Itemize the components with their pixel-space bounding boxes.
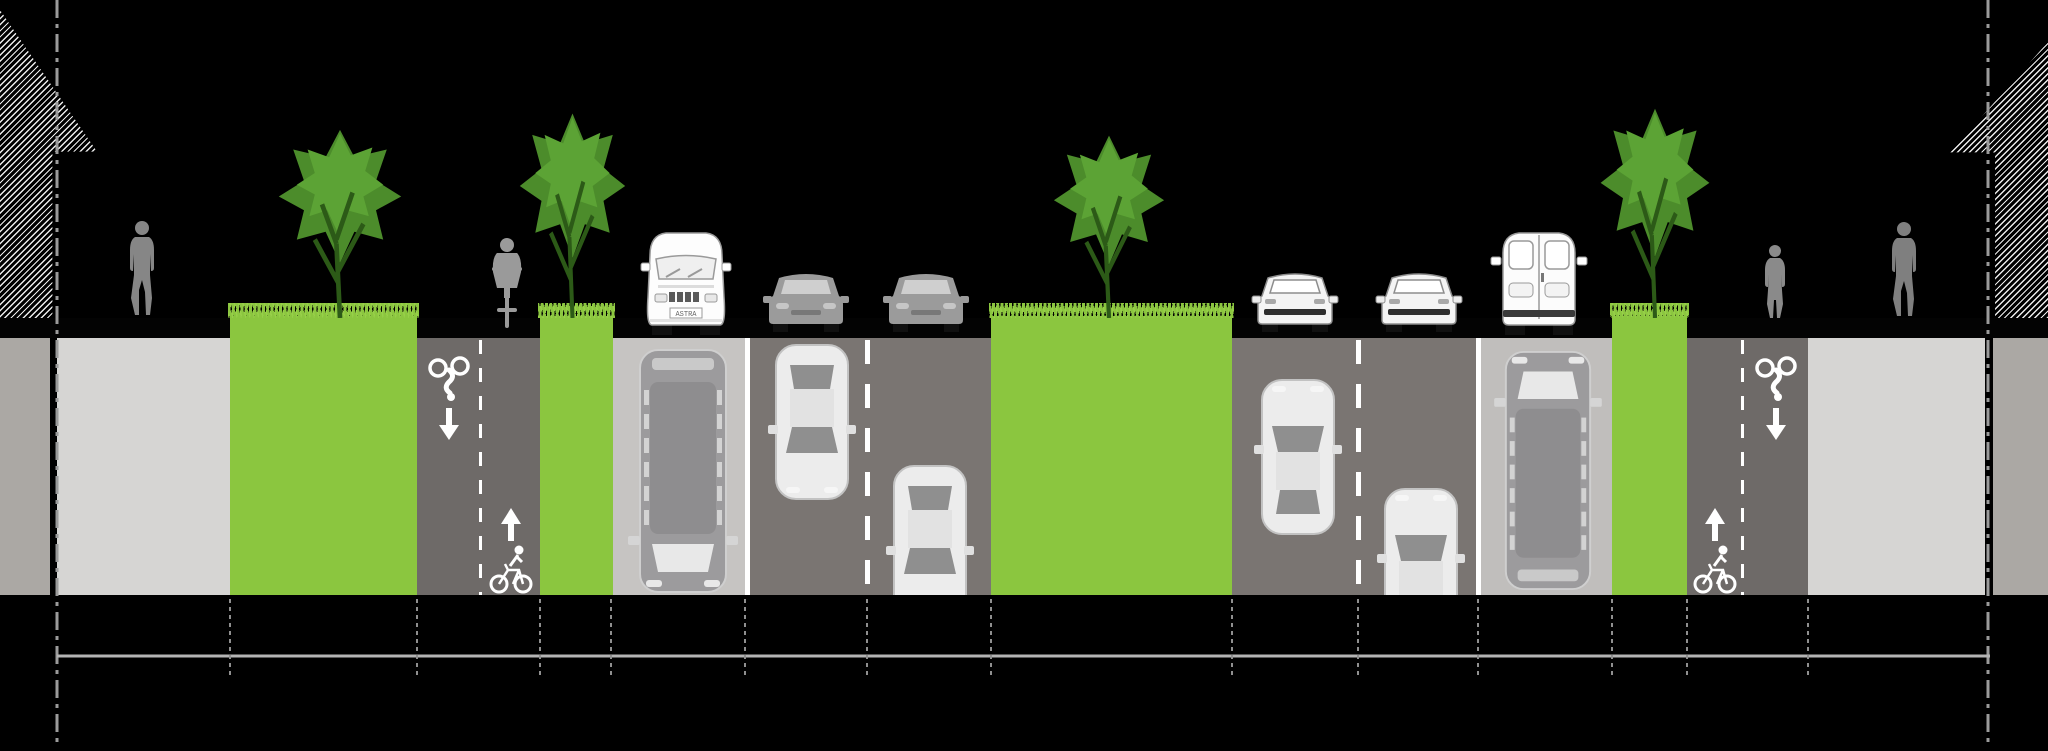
building-subsurface-left [0,338,50,595]
pedestrian-right-male [1884,221,1924,319]
sidewalk-right [1808,338,1985,595]
car-front-elevation-2 [883,262,969,334]
segment-boundary-ticks [229,599,1809,679]
building-subsurface-right [1993,338,2048,595]
car-plan-lane2 [886,462,974,595]
grass-fringe [538,303,615,318]
grass-fringe [228,303,419,318]
car-rear-elevation-2 [1375,262,1463,334]
street-plan-band [0,338,2048,595]
pedestrian-right-female [1758,244,1792,320]
tree-inner-right [1575,100,1735,318]
planting-strip-inner-right [1610,303,1689,595]
bikeway-right [1687,338,1808,595]
parking-separator-line-right [1476,338,1481,595]
cyclist-left [484,236,530,332]
planting-strip-left [228,303,419,595]
car-plan-lane1 [768,341,856,503]
grass-fringe [1610,303,1689,318]
grass-fringe [989,303,1234,318]
sidewalk-left [57,338,230,595]
car-rear-elevation-1 [1251,262,1339,334]
bike-stencil-down-left [427,356,471,444]
bike-stencil-up-left [489,500,533,595]
car-plan-lane3 [1254,376,1342,538]
building-right [1950,42,2048,318]
van-rear-elevation [1489,227,1589,335]
planting-strip-inner-left [538,303,615,595]
tree-median [1028,128,1190,318]
van-plan-right [1494,348,1602,593]
van-plan-left [628,346,738,595]
bike-stencil-up-right [1693,500,1737,595]
building-left [0,10,97,318]
bike-stencil-down-right [1754,356,1798,444]
median-strip [989,303,1234,595]
parking-separator-line-left [745,338,750,595]
tree-left [250,122,430,318]
car-front-elevation-1 [763,262,849,334]
pedestrian-left [122,220,162,318]
car-plan-lane4 [1377,485,1465,595]
van-front-elevation [636,225,736,335]
